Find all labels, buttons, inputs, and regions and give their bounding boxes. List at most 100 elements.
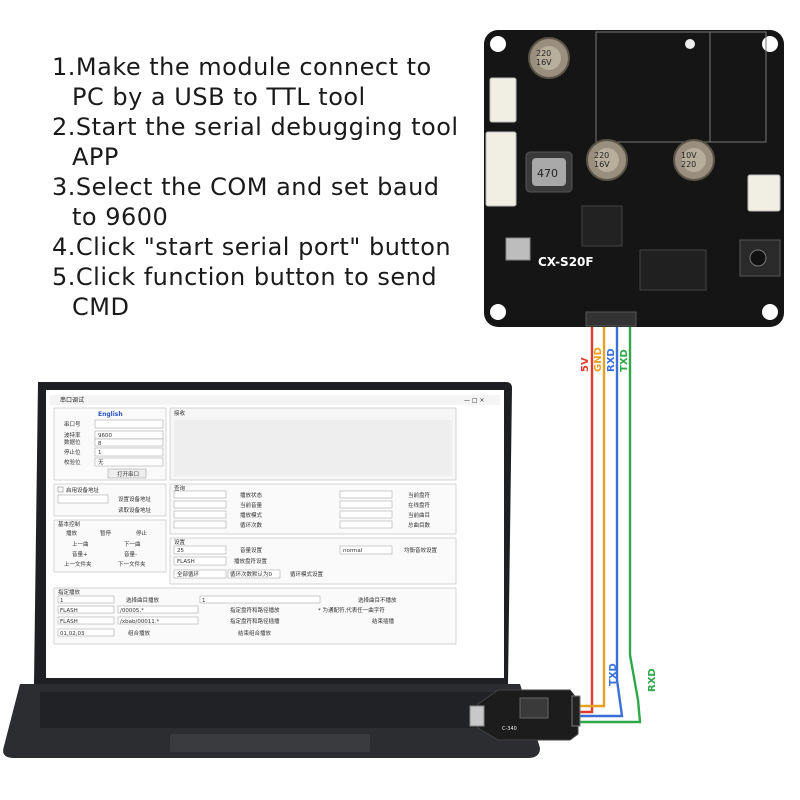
usb-c-port — [505, 237, 531, 261]
svg-text:FLASH: FLASH — [60, 608, 78, 614]
combo-end-button[interactable]: 结束组合播放 — [238, 629, 272, 637]
svg-text:查询: 查询 — [174, 484, 186, 492]
svg-text:1: 1 — [202, 598, 206, 604]
select-track-noplay-button[interactable]: 选择曲目不播放 — [358, 596, 397, 604]
language-link[interactable]: English — [98, 411, 123, 418]
path-play-button[interactable]: 指定盘符和路径播放 — [230, 606, 280, 614]
adapter-pin-header — [571, 695, 581, 727]
path-input-1[interactable] — [117, 605, 199, 614]
svg-text:波特率: 波特率 — [64, 431, 81, 439]
pause-button[interactable]: 暂停 — [100, 529, 112, 537]
loop-count-input[interactable] — [227, 569, 281, 579]
touchpad — [170, 734, 370, 752]
prev-button[interactable]: 上一曲 — [72, 540, 89, 548]
track-input[interactable] — [57, 595, 115, 604]
parity-select[interactable] — [94, 457, 164, 467]
set-disk-button[interactable]: 播放盘符设置 — [234, 557, 268, 565]
set-addr-button[interactable]: 设置设备地址 — [118, 495, 152, 503]
svg-text:FLASH: FLASH — [177, 559, 195, 565]
set-eq-button[interactable]: 均衡音效设置 — [404, 546, 438, 554]
read-addr-button[interactable]: 读取设备地址 — [118, 506, 152, 514]
pin-label-rxd: RXD — [606, 348, 617, 372]
svg-text:1: 1 — [98, 450, 102, 456]
mount-hole — [490, 36, 506, 52]
track-input-2[interactable] — [199, 595, 321, 604]
stop-button[interactable]: 停止 — [136, 529, 148, 537]
mount-hole — [490, 304, 506, 320]
play-button[interactable]: 播放 — [66, 529, 78, 537]
keyboard — [40, 692, 500, 728]
svg-text:停止位: 停止位 — [64, 448, 81, 456]
wires — [506, 325, 642, 724]
query-play-state-button[interactable]: 播放状态 — [240, 491, 263, 499]
prev-folder-button[interactable]: 上一文件夹 — [64, 560, 92, 568]
path-disk-select-1[interactable] — [57, 605, 115, 614]
svg-text:01,02,03: 01,02,03 — [60, 631, 85, 637]
path-disk-select-2[interactable] — [57, 616, 115, 625]
svg-text:基本控制: 基本控制 — [58, 520, 81, 528]
mount-hole — [762, 36, 778, 52]
combo-input[interactable] — [57, 628, 115, 637]
board-model-label: CX-S20F — [538, 255, 594, 269]
svg-text:串口号: 串口号 — [64, 421, 81, 428]
wire-gnd — [560, 325, 606, 708]
combo-play-button[interactable]: 组合播放 — [128, 629, 151, 637]
pin-header — [585, 311, 637, 327]
stop-bits-select[interactable] — [94, 447, 164, 457]
query-current-track-button[interactable]: 当前曲目 — [408, 511, 430, 519]
eq-select[interactable] — [339, 545, 393, 555]
svg-text:设置: 设置 — [174, 538, 186, 546]
set-volume-button[interactable]: 音量设置 — [240, 546, 263, 554]
set-loop-mode-button[interactable]: 循环模式设置 — [290, 570, 324, 578]
jst-connector — [489, 77, 517, 123]
query-total-tracks-button[interactable]: 总曲目数 — [408, 521, 431, 529]
data-bits-select[interactable] — [94, 438, 164, 447]
query-volume-button[interactable]: 当前音量 — [240, 501, 263, 509]
jst-connector — [747, 174, 781, 212]
basic-control-panel — [53, 519, 167, 573]
window-controls: — □ × — [464, 397, 485, 404]
addr-checkbox[interactable] — [57, 486, 64, 493]
svg-text:数据位: 数据位 — [64, 438, 81, 446]
query-mode-button[interactable]: 播放模式 — [240, 511, 263, 519]
wire-rxd — [578, 325, 624, 718]
loop-mode-select[interactable] — [173, 569, 227, 579]
path-input-2[interactable] — [117, 616, 199, 625]
next-button[interactable]: 下一曲 — [124, 540, 141, 548]
serial-debug-app-window: 串口调试 — □ × English 串口号 波特率 9600 数据位 8 停止… — [50, 395, 500, 645]
app-title: 串口调试 — [60, 396, 84, 404]
next-folder-button[interactable]: 下一文件夹 — [118, 560, 146, 568]
svg-text:9600: 9600 — [98, 433, 112, 439]
disk-select[interactable] — [173, 556, 227, 566]
adapter-pin-labels: TXD RXD — [608, 663, 658, 692]
svg-text:指定播放: 指定播放 — [58, 588, 81, 596]
select-track-play-button[interactable]: 选择曲目播放 — [126, 596, 160, 604]
port-select[interactable] — [94, 419, 164, 429]
addr-input[interactable] — [57, 494, 109, 504]
usb-plug — [469, 705, 485, 727]
svg-text:循环次数默认为0: 循环次数默认为0 — [230, 570, 273, 578]
end-insert-button[interactable]: 结束插播 — [372, 617, 395, 625]
svg-text:启用设备地址: 启用设备地址 — [66, 486, 100, 494]
volume-input[interactable] — [173, 545, 227, 555]
path-insert-button[interactable]: 指定盘符和路径插播 — [230, 617, 280, 625]
volume-down-button[interactable]: 音量- — [124, 550, 137, 558]
svg-text:FLASH: FLASH — [60, 619, 78, 625]
pin-label-5v: 5V — [580, 357, 591, 372]
svg-text:接收: 接收 — [174, 409, 186, 417]
query-online-disk-button[interactable]: 在线盘符 — [408, 501, 431, 509]
svg-text:打开串口: 打开串口 — [117, 470, 139, 478]
adapter-chip — [519, 697, 549, 719]
query-current-disk-button[interactable]: 当前盘符 — [408, 491, 431, 499]
pin-label-gnd: GND — [593, 347, 604, 372]
query-loop-count-button[interactable]: 循环次数 — [240, 521, 263, 529]
ic-chip — [639, 249, 707, 291]
open-port-button[interactable] — [107, 468, 147, 479]
volume-up-button[interactable]: 音量+ — [72, 550, 88, 558]
